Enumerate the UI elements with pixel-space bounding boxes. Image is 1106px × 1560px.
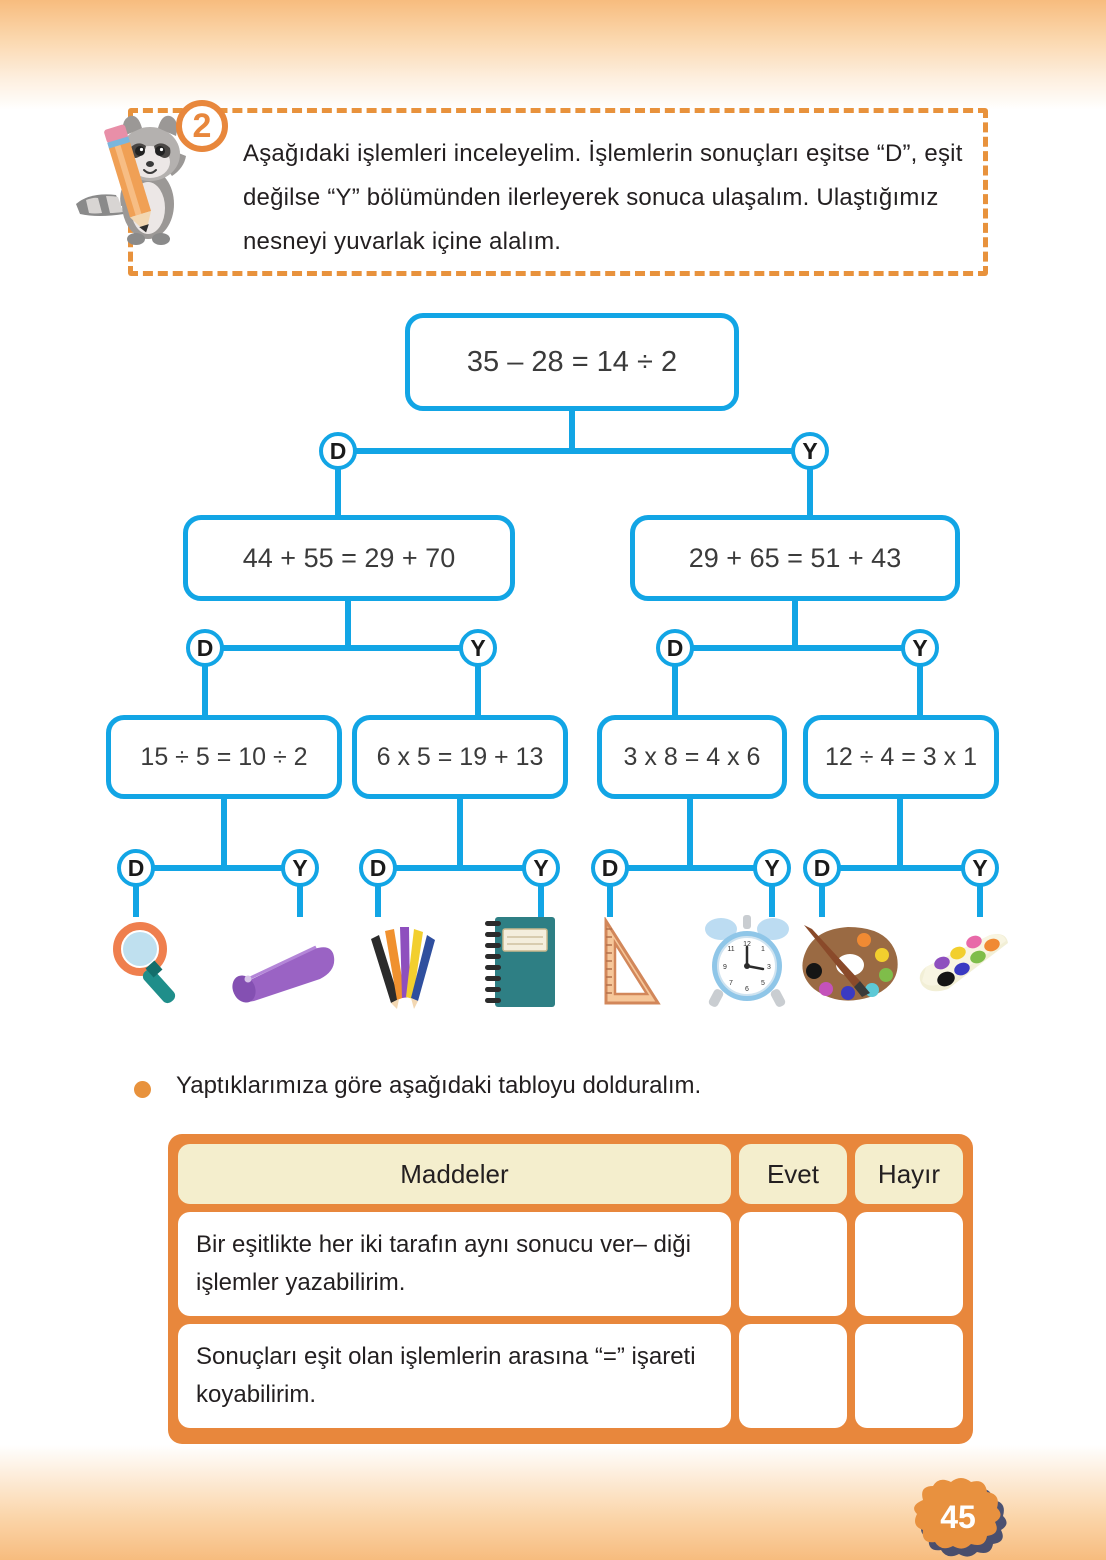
equation-box-l2-right: 29 + 65 = 51 + 43 [630, 515, 960, 601]
triangle-ruler-icon[interactable] [592, 917, 664, 1011]
branch-badge-l3a-d[interactable]: D [117, 849, 155, 887]
svg-text:12: 12 [743, 941, 751, 948]
alarm-clock-icon[interactable]: 12 1 3 5 6 7 9 11 [697, 911, 797, 1011]
branch-badge-root-d[interactable]: D [319, 432, 357, 470]
equation-box-l2-left: 44 + 55 = 29 + 70 [183, 515, 515, 601]
pencil-case-icon[interactable] [228, 935, 340, 1005]
equation-box-l3-1: 15 ÷ 5 = 10 ÷ 2 [106, 715, 342, 799]
branch-badge-l3c-y[interactable]: Y [753, 849, 791, 887]
svg-text:5: 5 [761, 980, 765, 987]
table-cell-item-2: Sonuçları eşit olan işlemlerin arasına “… [178, 1324, 732, 1428]
table-header-evet: Evet [738, 1144, 847, 1204]
equation-box-root: 35 – 28 = 14 ÷ 2 [405, 313, 739, 411]
table-cell-hayir-2[interactable] [855, 1324, 963, 1428]
table-cell-evet-1[interactable] [739, 1212, 848, 1316]
instruction-text: Aşağıdaki işlemleri inceleyelim. İşlemle… [243, 140, 963, 255]
equation-box-l3-4: 12 ÷ 4 = 3 x 1 [803, 715, 999, 799]
svg-text:11: 11 [727, 946, 734, 953]
self-assessment-table: Maddeler Evet Hayır Bir eşitlikte her ik… [168, 1134, 973, 1444]
svg-text:1: 1 [761, 946, 765, 953]
branch-badge-l2a-d[interactable]: D [186, 629, 224, 667]
raccoon-mascot-icon [76, 115, 186, 245]
spiral-notebook-icon[interactable] [481, 913, 559, 1011]
table-row: Bir eşitlikte her iki tarafın aynı sonuc… [178, 1212, 963, 1316]
flowchart: 35 – 28 = 14 ÷ 2 D Y 44 + 55 = 29 + 70 2… [0, 295, 1106, 1035]
colored-pencils-icon[interactable] [365, 921, 439, 1009]
branch-badge-l3c-d[interactable]: D [591, 849, 629, 887]
table-header-maddeler: Maddeler [178, 1144, 731, 1204]
activity-number-badge: 2 [176, 100, 228, 152]
magnifying-glass-icon[interactable] [104, 919, 190, 1009]
branch-badge-l2b-y[interactable]: Y [901, 629, 939, 667]
table-header-hayir: Hayır [854, 1144, 963, 1204]
page-number: 45 [940, 1498, 976, 1535]
table-cell-item-1: Bir eşitlikte her iki tarafın aynı sonuc… [178, 1212, 732, 1316]
equation-box-l3-3: 3 x 8 = 4 x 6 [597, 715, 787, 799]
subtask-text: Yaptıklarımıza göre aşağıdaki tabloyu do… [176, 1072, 702, 1099]
watercolor-set-icon[interactable] [908, 927, 1012, 1003]
table-header-row: Maddeler Evet Hayır [178, 1144, 963, 1204]
svg-text:7: 7 [729, 980, 733, 987]
page-number-badge-shape [914, 1478, 1007, 1557]
branch-badge-l3d-y[interactable]: Y [961, 849, 999, 887]
bullet-point-icon [134, 1081, 151, 1098]
branch-badge-l3b-y[interactable]: Y [522, 849, 560, 887]
page-top-gradient [0, 0, 1106, 110]
branch-badge-l3a-y[interactable]: Y [281, 849, 319, 887]
svg-text:9: 9 [723, 964, 727, 971]
branch-badge-l2a-y[interactable]: Y [459, 629, 497, 667]
table-row: Sonuçları eşit olan işlemlerin arasına “… [178, 1324, 963, 1428]
paint-palette-icon[interactable] [798, 923, 902, 1007]
equation-box-l3-2: 6 x 5 = 19 + 13 [352, 715, 568, 799]
svg-text:6: 6 [745, 986, 749, 993]
table-cell-hayir-1[interactable] [855, 1212, 963, 1316]
branch-badge-l3d-d[interactable]: D [803, 849, 841, 887]
branch-badge-l2b-d[interactable]: D [656, 629, 694, 667]
table-cell-evet-2[interactable] [739, 1324, 848, 1428]
svg-text:3: 3 [767, 964, 771, 971]
branch-badge-l3b-d[interactable]: D [359, 849, 397, 887]
instruction-box [128, 108, 988, 276]
branch-badge-root-y[interactable]: Y [791, 432, 829, 470]
